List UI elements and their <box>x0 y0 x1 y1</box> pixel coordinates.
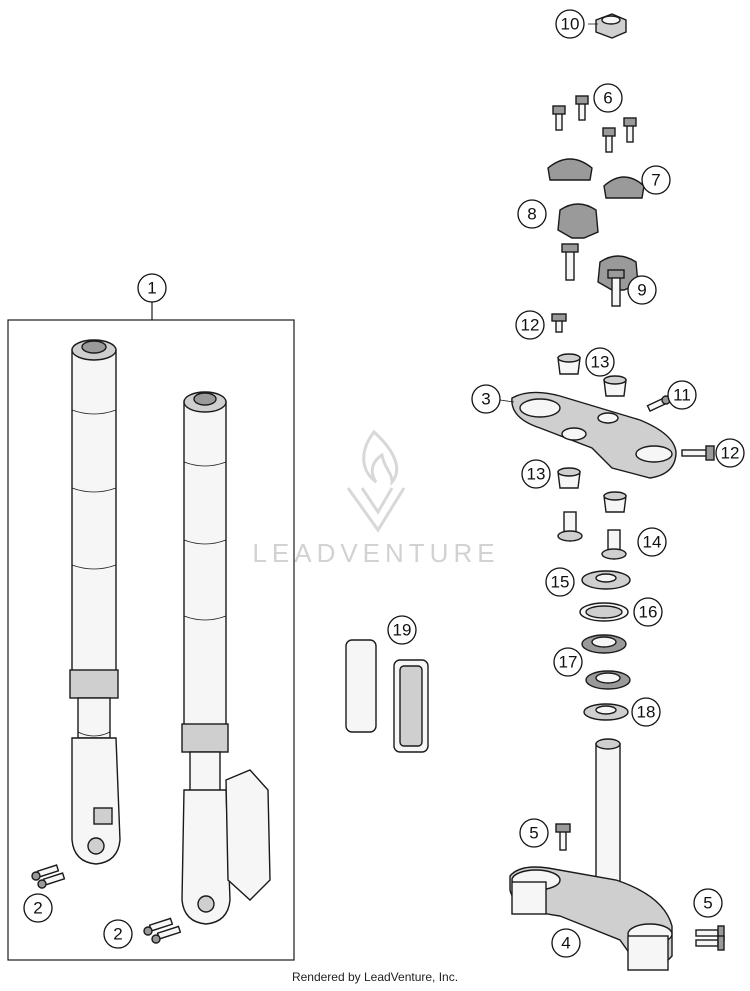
lower-triple-clamp-4 <box>509 738 673 971</box>
callout-7: 7 <box>641 165 671 195</box>
bushings-13-upper <box>557 353 627 397</box>
callout-4: 4 <box>551 928 581 958</box>
render-credit: Rendered by LeadVenture, Inc. <box>291 970 459 984</box>
callout-18: 18 <box>631 697 661 727</box>
callout-16: 16 <box>633 597 663 627</box>
svg-text:5: 5 <box>703 894 712 913</box>
svg-text:3: 3 <box>481 390 490 409</box>
svg-text:13: 13 <box>591 353 610 372</box>
callout-2-left: 2 <box>23 893 53 923</box>
svg-text:18: 18 <box>637 703 656 722</box>
nut-10 <box>595 13 627 39</box>
callout-17: 17 <box>553 647 583 677</box>
svg-text:12: 12 <box>521 316 540 335</box>
screw-set-2-right <box>143 917 182 944</box>
svg-text:12: 12 <box>721 444 740 463</box>
screw-12-side <box>681 445 715 461</box>
handlebar-clamps-7 <box>547 158 645 199</box>
screw-set-2-left <box>31 864 66 889</box>
callout-6: 6 <box>593 83 623 113</box>
svg-text:13: 13 <box>527 465 546 484</box>
callout-5-left: 5 <box>519 818 549 848</box>
watermark-brand: LEADVENTURE <box>252 538 499 568</box>
screw-set-9 <box>561 243 625 307</box>
svg-text:1: 1 <box>147 279 156 298</box>
svg-text:8: 8 <box>527 205 536 224</box>
callout-12-side: 12 <box>715 438 745 468</box>
callout-9: 9 <box>627 275 657 305</box>
dust-cover-15 <box>581 570 631 590</box>
callout-13-upper: 13 <box>585 347 615 377</box>
fork-leg-right <box>181 391 271 925</box>
svg-text:4: 4 <box>561 934 570 953</box>
svg-text:7: 7 <box>651 171 660 190</box>
bearings-17 <box>581 634 631 690</box>
leadventure-watermark-logo <box>346 429 406 533</box>
seal-ring-18 <box>583 703 629 721</box>
callout-14: 14 <box>637 527 667 557</box>
svg-text:14: 14 <box>643 533 662 552</box>
callout-13-lower: 13 <box>521 459 551 489</box>
svg-text:11: 11 <box>673 386 691 405</box>
callout-3: 3 <box>471 384 501 414</box>
pad-set-19 <box>345 639 429 753</box>
screw-5-left <box>555 823 571 851</box>
fork-leg-left <box>69 339 121 865</box>
callout-1: 1 <box>137 273 167 303</box>
upper-triple-clamp-3 <box>511 391 677 479</box>
screw-12-top <box>551 313 567 333</box>
svg-text:2: 2 <box>113 925 122 944</box>
callout-2-right: 2 <box>103 919 133 949</box>
screw-set-5-right <box>695 925 725 951</box>
svg-text:10: 10 <box>561 15 580 34</box>
svg-text:6: 6 <box>603 89 612 108</box>
svg-text:15: 15 <box>551 573 570 592</box>
callout-5-right: 5 <box>693 888 723 918</box>
svg-text:2: 2 <box>33 899 42 918</box>
callout-8: 8 <box>517 199 547 229</box>
callout-11: 11 <box>667 380 697 410</box>
svg-text:16: 16 <box>639 603 658 622</box>
callout-10: 10 <box>555 9 585 39</box>
svg-text:19: 19 <box>393 621 412 640</box>
fork-assembly-frame <box>7 319 295 961</box>
screw-11 <box>646 395 671 413</box>
svg-text:17: 17 <box>559 653 578 672</box>
screw-set-6 <box>552 95 637 153</box>
seal-ring-16 <box>579 602 629 622</box>
callout-12-top: 12 <box>515 310 545 340</box>
sleeves-14 <box>557 511 627 560</box>
bushings-13-lower <box>557 467 627 513</box>
callout-15: 15 <box>545 567 575 597</box>
svg-text:9: 9 <box>637 281 646 300</box>
svg-text:5: 5 <box>529 824 538 843</box>
callout-19: 19 <box>387 615 417 645</box>
